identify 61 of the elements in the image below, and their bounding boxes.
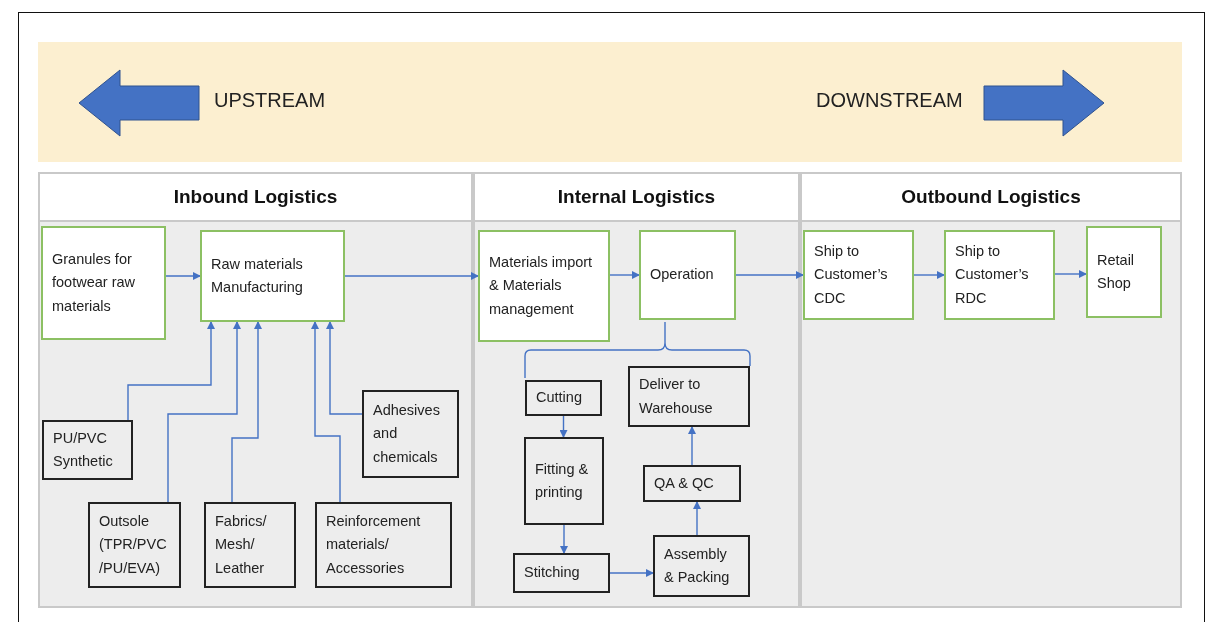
process-box: [42, 420, 133, 480]
box-label: Reinforcement materials/ Accessories: [326, 512, 422, 578]
logistics-column: [473, 172, 800, 608]
process-box: [803, 230, 914, 320]
box-label: Stitching: [524, 563, 581, 583]
box-label: Materials import & Materials management: [489, 253, 594, 319]
logistics-column: [800, 172, 1182, 608]
box-label: Raw materials Manufacturing: [211, 254, 304, 297]
process-box: [524, 437, 604, 525]
arrow: [344, 272, 479, 280]
process-box: [204, 502, 296, 588]
process-box: [643, 465, 741, 502]
box-label: Assembly & Packing: [664, 544, 731, 587]
box-label: Cutting: [536, 388, 583, 408]
process-box: [362, 390, 459, 478]
banner: [38, 42, 1182, 162]
arrow: [693, 501, 701, 536]
box-label: PU/PVC Synthetic: [53, 428, 114, 471]
box-label: Outsole (TPR/PVC /PU/EVA): [99, 512, 168, 578]
direction-label: DOWNSTREAM: [816, 89, 963, 112]
column-heading: Inbound Logistics: [40, 174, 471, 222]
process-box: [478, 230, 610, 342]
box-label: Adhesives and chemicals: [373, 401, 441, 467]
arrow: [231, 321, 262, 503]
process-box: [525, 380, 602, 416]
box-label: Ship to Customer’s RDC: [955, 242, 1030, 308]
process-box: [1086, 226, 1162, 318]
arrow: [127, 321, 215, 421]
arrow: [1054, 270, 1087, 278]
arrow: [609, 271, 640, 279]
box-label: Granules for footwear raw materials: [52, 250, 136, 316]
arrow: [560, 524, 568, 554]
process-box: [315, 502, 452, 588]
arrow: [609, 569, 654, 577]
arrow: [913, 271, 945, 279]
process-box: [639, 230, 736, 320]
arrow: [167, 321, 241, 503]
arrow: [688, 426, 696, 466]
box-label: Fitting & printing: [535, 459, 590, 502]
column-heading: Outbound Logistics: [802, 174, 1180, 222]
box-label: Ship to Customer’s CDC: [814, 242, 889, 308]
process-box: [944, 230, 1055, 320]
process-box: [200, 230, 345, 322]
arrow: [311, 321, 341, 503]
direction-label: UPSTREAM: [214, 89, 326, 112]
column-heading: Internal Logistics: [475, 174, 798, 222]
process-box: [653, 535, 750, 597]
logistics-column: [38, 172, 473, 608]
box-label: Deliver to Warehouse: [639, 375, 714, 418]
arrow: [735, 271, 804, 279]
arrow: [326, 321, 363, 415]
process-box: [41, 226, 166, 340]
box-label: Retail Shop: [1097, 250, 1136, 293]
box-label: QA & QC: [654, 473, 715, 493]
box-label: Operation: [650, 265, 715, 285]
arrow: [165, 272, 201, 280]
arrow: [559, 415, 568, 438]
process-box: [88, 502, 181, 588]
process-box: [513, 553, 610, 593]
process-box: [628, 366, 750, 427]
box-label: Fabrics/ Mesh/ Leather: [215, 512, 268, 578]
